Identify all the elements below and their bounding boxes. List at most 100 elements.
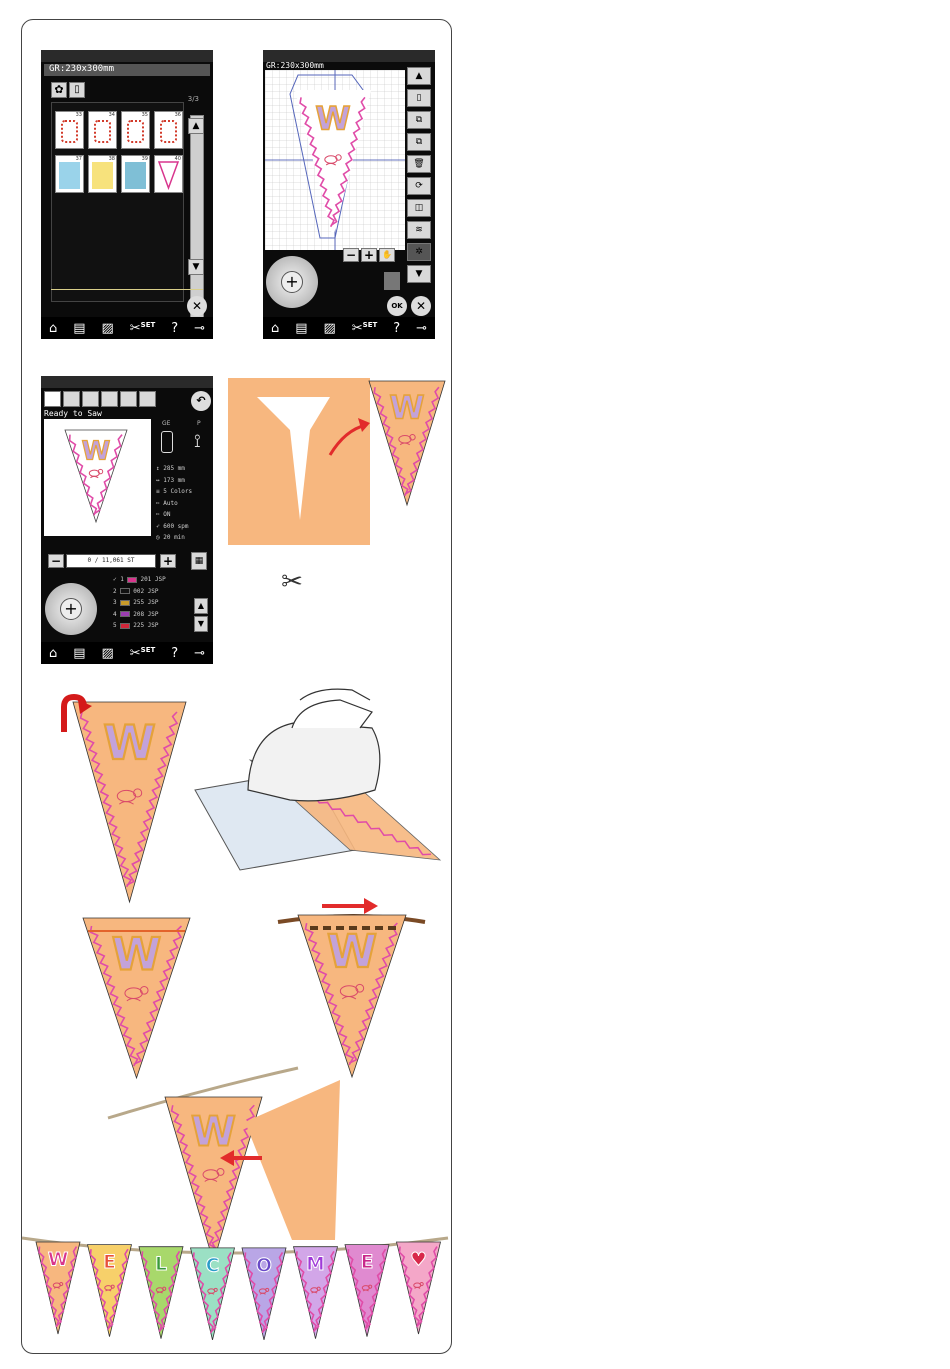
thread-index: 2 (113, 587, 121, 595)
step-forward-button[interactable]: + (160, 554, 176, 568)
design-thumbnail-34[interactable]: 34 (88, 111, 117, 149)
pennant-letter: W (82, 437, 111, 467)
delete-button[interactable]: 🗑 (407, 155, 431, 173)
garland-pennant-7: E (344, 1244, 390, 1337)
scroll-up-button[interactable]: ▲ (407, 67, 431, 85)
new-file-button[interactable]: ▯ (407, 89, 431, 107)
machine-icon[interactable]: ▤ (295, 320, 308, 336)
zigzag-border-right (261, 1252, 284, 1333)
jog-pad[interactable]: + (45, 583, 97, 635)
zigzag-border-right (211, 1104, 256, 1250)
zigzag-border-left (68, 434, 98, 516)
machine-icon[interactable]: ▤ (73, 645, 86, 661)
design-thumbnail-39[interactable]: 39 (121, 155, 150, 193)
thread-row[interactable]: ✓ 1 201 JSP (113, 576, 166, 588)
scroll-up-button[interactable]: ▲ (188, 118, 204, 134)
folder-icon[interactable]: ▨ (101, 320, 114, 336)
design-thumbnail-35[interactable]: 35 (121, 111, 150, 149)
design-thumbnail-38[interactable]: 38 (88, 155, 117, 193)
help-button[interactable]: ? (171, 645, 179, 661)
thread-scroll-down[interactable]: ▼ (194, 616, 208, 632)
lock-key-icon[interactable]: ⊸ (416, 320, 428, 336)
help-button[interactable]: ? (393, 320, 401, 336)
pennant-letter: E (103, 1252, 116, 1273)
stitch-button[interactable]: ✲ (407, 243, 431, 261)
file-button[interactable]: ▯ (69, 82, 85, 98)
help-button[interactable]: ? (171, 320, 179, 336)
arrow-head (364, 898, 378, 914)
copy-button[interactable]: ⧉ (407, 111, 431, 129)
zoom-out-button[interactable]: − (343, 248, 359, 262)
design-thumbnail-36[interactable]: 36 (154, 111, 183, 149)
close-button[interactable]: ✕ (187, 296, 207, 316)
tab-trace[interactable] (101, 391, 118, 407)
pennant-letter: W (103, 716, 155, 771)
zigzag-border-left (170, 1105, 217, 1249)
set-button[interactable]: ✂SET (129, 320, 156, 336)
close-button[interactable]: ✕ (411, 296, 431, 316)
settings-button[interactable]: ✿ (51, 82, 67, 98)
folder-icon[interactable]: ▨ (101, 645, 114, 661)
cut-icon: ✂ (156, 499, 164, 507)
home-icon[interactable]: ⌂ (270, 320, 280, 336)
tab-thermo[interactable] (139, 391, 156, 407)
flower-motif (105, 1289, 112, 1292)
thread-row[interactable]: 2 002 JSP (113, 588, 166, 600)
info-height: 285 mm (163, 465, 185, 472)
set-button[interactable]: ✂SET (351, 320, 378, 336)
rotate-button[interactable]: ⟳ (407, 177, 431, 195)
needle-button[interactable] (384, 272, 400, 290)
tab-hoop[interactable] (82, 391, 99, 407)
trace-button[interactable]: ▦ (191, 552, 207, 570)
hand-button[interactable]: ✋ (379, 248, 395, 262)
ok-button[interactable]: OK (387, 296, 407, 316)
height-icon: ↕ (156, 465, 164, 472)
center-icon: + (60, 598, 82, 620)
mirror-button[interactable]: ◫ (407, 199, 431, 217)
thread-row[interactable]: 3 255 JSP (113, 599, 166, 611)
design-thumbnail-40[interactable]: 40 (154, 155, 183, 193)
home-icon[interactable]: ⌂ (48, 320, 58, 336)
step-back-button[interactable]: − (48, 554, 64, 568)
thread-row[interactable]: 4 208 JSP (113, 611, 166, 623)
foot-icon: ⟟ (194, 431, 201, 452)
folder-icon[interactable]: ▨ (323, 320, 336, 336)
colors-icon: ≡ (156, 488, 164, 495)
flower-motif (133, 788, 143, 798)
thumbnail-number: 37 (75, 156, 82, 162)
bottom-toolbar: ⌂ ▤ ▨ ✂SET ? ⊸ (263, 317, 435, 339)
thread-row[interactable]: 5 225 JSP (113, 622, 166, 634)
screen-title: GR:230x300mm (49, 64, 115, 74)
layer-button[interactable]: ≋ (407, 221, 431, 239)
flower-motif (355, 983, 365, 993)
zigzag-border-right (126, 711, 179, 886)
zigzag-border-right (330, 96, 366, 227)
fold-arrow (61, 693, 87, 732)
trace-icon: ▦ (194, 556, 204, 566)
lock-key-icon[interactable]: ⊸ (194, 320, 206, 336)
edit-pennant: W (295, 90, 371, 238)
zigzag-border-right (133, 925, 183, 1066)
design-thumbnail-33[interactable]: 33 (55, 111, 84, 149)
scroll-down-button[interactable]: ▼ (407, 265, 431, 283)
home-icon[interactable]: ⌂ (48, 645, 58, 661)
info-time: 20 min (163, 534, 185, 541)
thumbnail-number: 34 (108, 112, 115, 118)
zoom-in-button[interactable]: + (361, 248, 377, 262)
paste-button[interactable]: ⧉ (407, 133, 431, 151)
back-button[interactable]: ↶ (191, 391, 211, 411)
flower-motif (119, 801, 134, 805)
design-thumbnail-37[interactable]: 37 (55, 155, 84, 193)
tab-list[interactable] (63, 391, 80, 407)
thread-scroll-up[interactable]: ▲ (194, 598, 208, 614)
flower-motif (409, 433, 416, 441)
scroll-down-button[interactable]: ▼ (188, 259, 204, 275)
tab-stitch[interactable] (44, 391, 61, 407)
tab-file[interactable] (120, 391, 137, 407)
machine-icon[interactable]: ▤ (73, 320, 86, 336)
zigzag-border-left (79, 711, 133, 888)
set-button[interactable]: ✂SET (129, 645, 156, 661)
jog-pad[interactable]: + (266, 256, 318, 308)
thread-swatch (127, 576, 138, 583)
lock-key-icon[interactable]: ⊸ (194, 645, 206, 661)
